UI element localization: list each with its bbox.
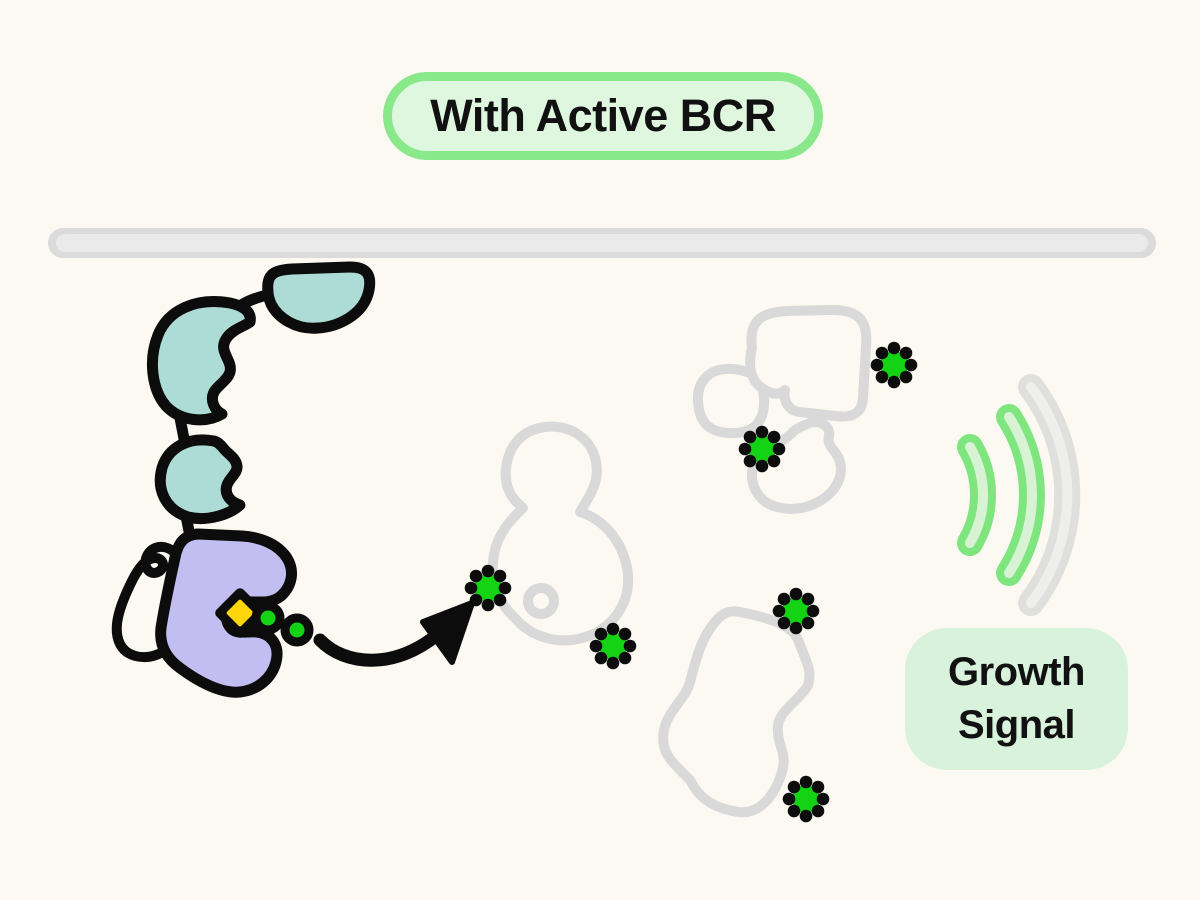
phosphate-ball-1 — [251, 601, 285, 635]
gray-kidney-blob — [487, 421, 634, 646]
gray-amoeba-blob — [658, 606, 815, 818]
receptor-small-crescent-domain — [154, 434, 246, 524]
receptor-cytoplasmic-tail-squiggle — [111, 542, 180, 663]
arrow-head — [420, 600, 475, 665]
active-bcr-complex — [111, 261, 376, 698]
atp-site-icon — [215, 588, 265, 638]
growth-signal-badge: Growth Signal — [905, 628, 1128, 770]
title-badge: With Active BCR — [383, 72, 823, 160]
growth-signal-line2: Signal — [957, 703, 1076, 747]
growth-signal-waves-icon — [957, 374, 1081, 616]
wave-arc-middle-green-core — [1004, 412, 1037, 578]
wave-arc-inner-green-core — [965, 442, 988, 548]
phospho-starburst-1 — [464, 564, 512, 612]
phospho-starburst-6 — [782, 775, 830, 823]
phosphate-ball-2 — [280, 613, 314, 647]
gray-blob-top — [745, 304, 872, 422]
wave-arc-outer-gray-core — [1026, 382, 1073, 608]
receptor-large-crescent-domain — [147, 296, 256, 426]
atp-diamond-core — [226, 599, 254, 627]
phospho-starburst-4 — [738, 425, 786, 473]
phosphotransfer-arrow — [313, 600, 475, 667]
cell-membrane-highlight — [56, 234, 1148, 252]
phospho-starburst-3 — [870, 341, 918, 389]
phospho-starburst-5 — [772, 587, 820, 635]
growth-signal-line1: Growth — [948, 650, 1085, 695]
phospho-starburst-2 — [589, 622, 637, 670]
gray-blob-loop — [523, 583, 559, 619]
receptor-dome-domain — [262, 261, 376, 334]
inactive-protein-complex-outline — [692, 304, 872, 514]
inactive-protein-middle-outline — [487, 421, 634, 646]
arrow-shaft — [313, 627, 445, 667]
title-badge-label: With Active BCR — [430, 90, 776, 141]
